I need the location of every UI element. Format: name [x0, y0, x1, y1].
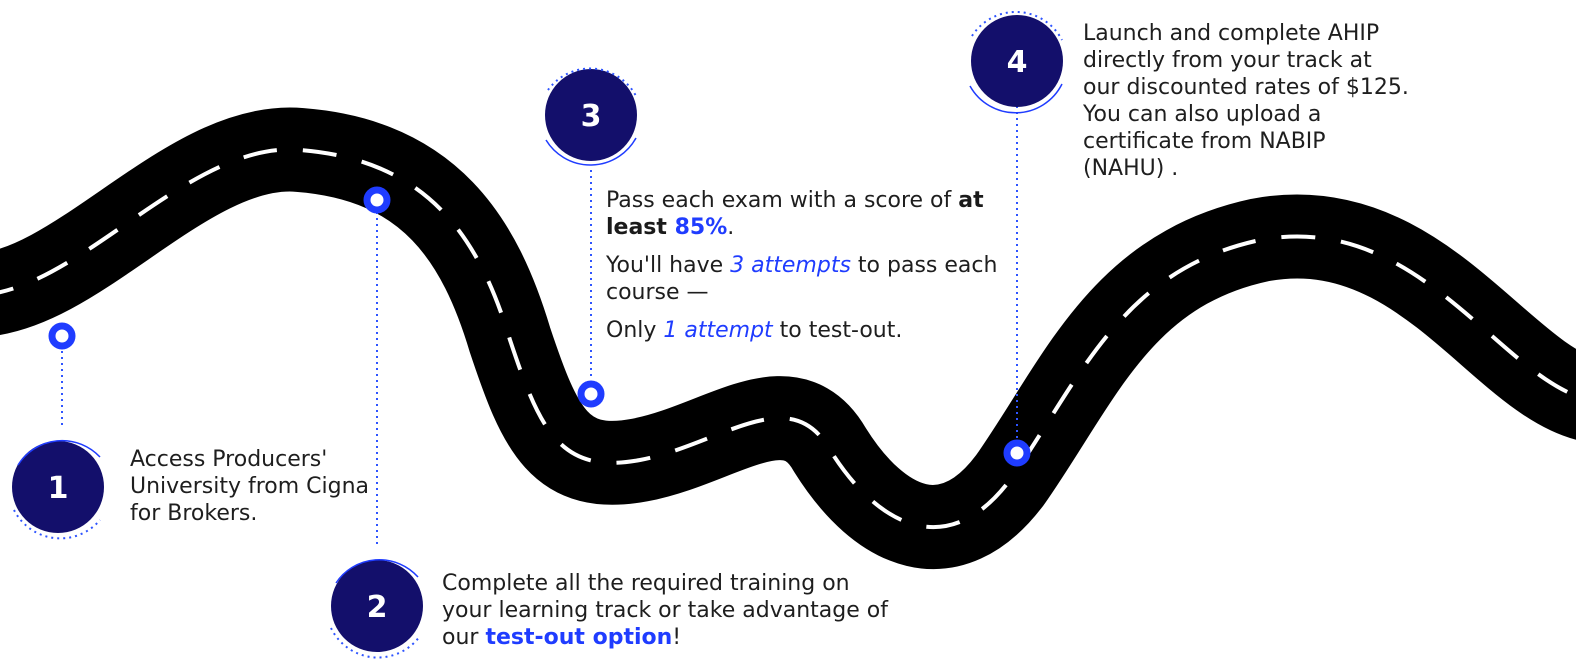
step-3-line-2: You'll have	[606, 253, 731, 278]
step-4-description: Launch and complete AHIP directly from y…	[1083, 20, 1413, 182]
step-3-score-percent: 85%	[674, 215, 728, 240]
step-3-attempts: 3 attempts	[730, 253, 851, 278]
road-marker-4	[1003, 439, 1031, 467]
step-3-test-out-attempt: 1 attempt	[663, 318, 773, 343]
step-badge-3: 3	[545, 67, 637, 166]
step-number-2: 2	[367, 590, 388, 625]
step-3-description: Pass each exam with a score of at least …	[606, 188, 998, 343]
step-number-3: 3	[581, 99, 602, 134]
step-number-4: 4	[1007, 45, 1028, 80]
step-number-1: 1	[48, 471, 69, 506]
road-marker-1	[48, 322, 76, 350]
step-badge-1: 1	[12, 439, 104, 540]
step-badge-4: 4	[969, 10, 1063, 114]
road-center-dash	[0, 147, 1576, 530]
step-1-description: Access Producers' University from Cigna …	[130, 446, 380, 527]
step-2-description: Complete all the required training on yo…	[442, 570, 902, 651]
road-marker-2	[363, 186, 391, 214]
step-3-line-3: Only	[606, 318, 664, 343]
step-1-text: Access Producers' University from Cigna …	[130, 447, 370, 526]
step-3-at-least: at least	[606, 188, 984, 240]
step-2-text: Complete all the required training on yo…	[442, 571, 888, 650]
test-out-option-highlight: test-out option	[485, 625, 673, 650]
step-4-text: Launch and complete AHIP directly from y…	[1083, 21, 1409, 181]
step-3-line-1: Pass each exam with a score of	[606, 188, 959, 213]
step-badge-2: 2	[330, 559, 423, 659]
step-2-text-end: !	[672, 625, 682, 650]
road-marker-3	[577, 380, 605, 408]
